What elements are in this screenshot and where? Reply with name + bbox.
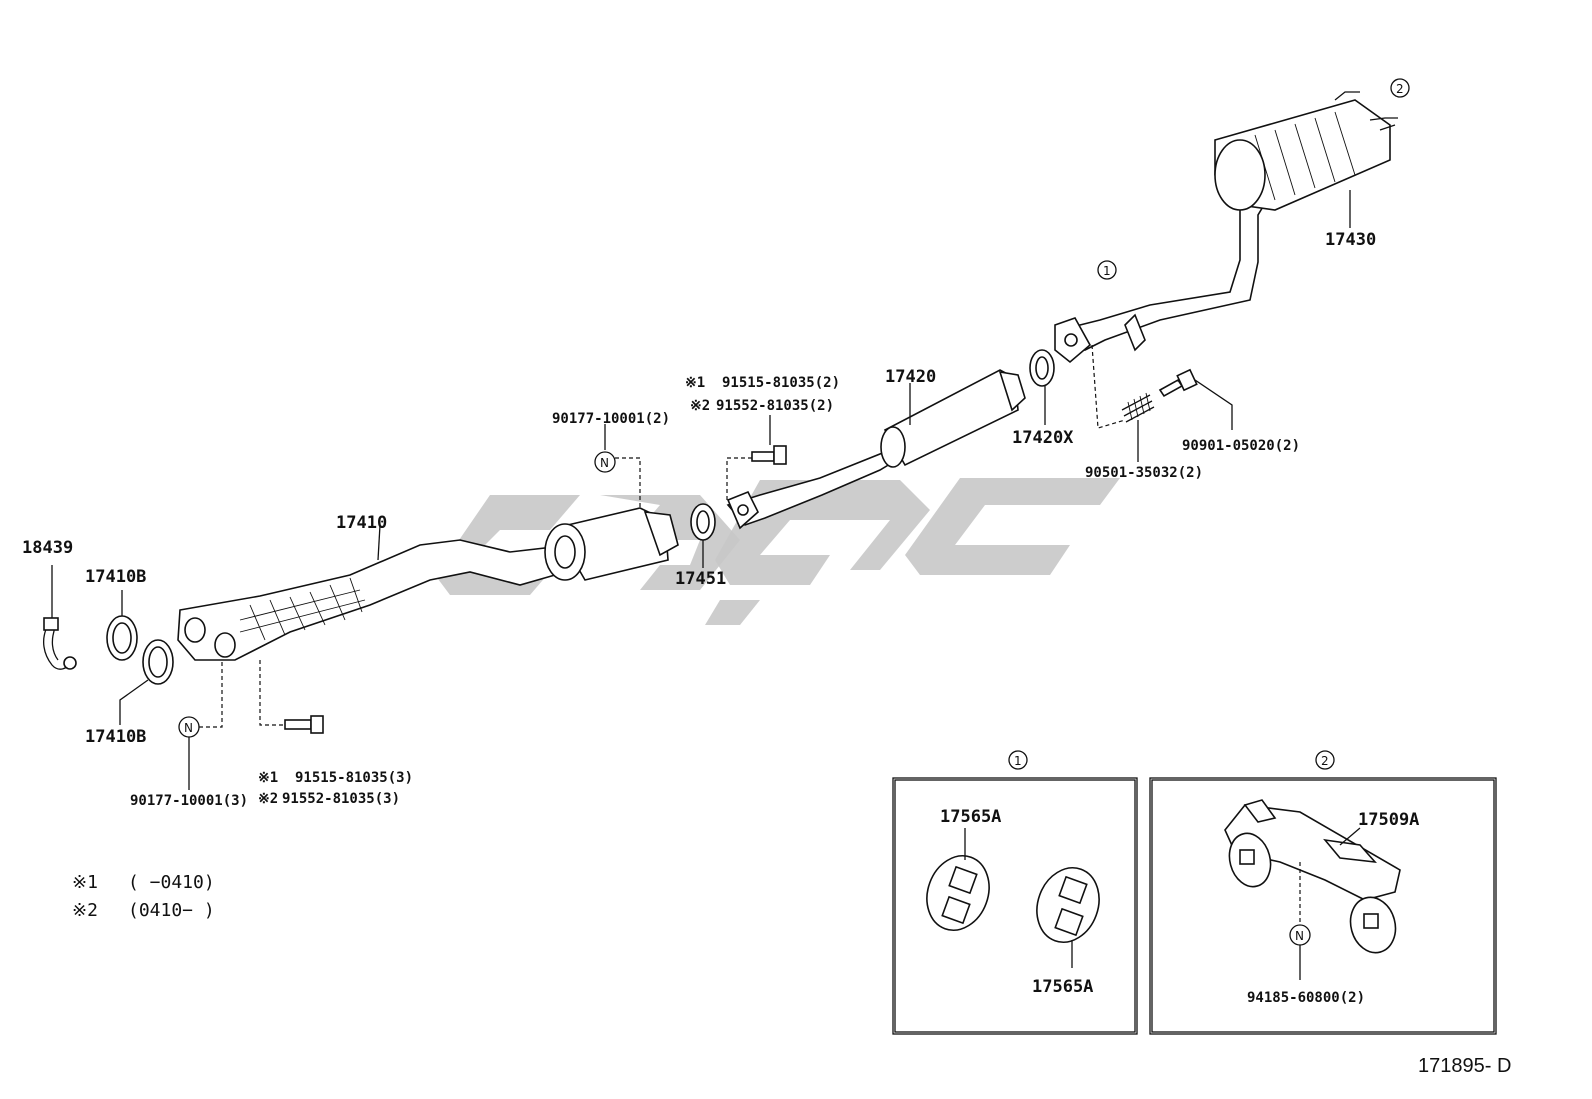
- svg-text:1: 1: [1014, 754, 1022, 768]
- part-label-17420x: 17420X: [1012, 428, 1074, 448]
- front-bolt-icon: [259, 660, 324, 734]
- part-label-17509a: 17509A: [1358, 810, 1419, 830]
- part-label-nut-hanger: 94185-60800(2): [1247, 990, 1365, 1006]
- svg-text:2: 2: [1396, 82, 1404, 96]
- front-nut-symbol: N: [178, 660, 223, 790]
- part-label-spring: 90501-35032(2): [1085, 465, 1203, 481]
- part-label-17410b-lower: 17410B: [85, 727, 146, 747]
- svg-text:N: N: [184, 721, 193, 735]
- note2-marker-legend: ※2: [72, 900, 98, 921]
- hanger-17565a-left: [926, 828, 990, 931]
- svg-text:N: N: [1295, 929, 1304, 943]
- hanger-17565a-right: [1036, 867, 1100, 968]
- part-label-17565a-upper: 17565A: [940, 807, 1001, 827]
- gasket-17410b-upper: [106, 590, 138, 661]
- center-pipe-17420: [726, 369, 1026, 530]
- note2-marker-front: ※2: [258, 791, 278, 807]
- front-exhaust-pipe-17410: [177, 524, 557, 661]
- oxygen-sensor-18439: [42, 565, 77, 670]
- part-label-17430: 17430: [1325, 230, 1376, 250]
- part-label-17410: 17410: [336, 513, 387, 533]
- part-label-18439: 18439: [22, 538, 73, 558]
- note1-marker-legend: ※1: [72, 872, 98, 893]
- inset-2-box: [1149, 777, 1497, 1035]
- inset-2-callout: 2: [1315, 750, 1335, 770]
- part-label-bolt-rear: 90901-05020(2): [1182, 438, 1300, 454]
- mid-nut-symbol: N: [594, 424, 641, 510]
- hanger-bracket-17509a: [1224, 799, 1401, 954]
- callout-1-main: 1: [1097, 260, 1117, 280]
- mid-bolt-icon: [726, 415, 787, 500]
- gasket-17451: [690, 503, 716, 568]
- svg-text:2: 2: [1321, 754, 1329, 768]
- note2-range: (0410− ): [128, 900, 215, 921]
- part-label-nut-mid: 90177-10001(2): [552, 411, 670, 427]
- part-label-bolt-mid-2: 91552-81035(2): [716, 398, 834, 414]
- part-label-17565a-lower: 17565A: [1032, 977, 1093, 997]
- tail-pipe-and-muffler-17430: [1054, 91, 1398, 364]
- rear-bolt-icon: [1158, 368, 1233, 430]
- note1-range: ( −0410): [128, 872, 215, 893]
- note2-marker-mid: ※2: [690, 398, 710, 414]
- part-label-17420: 17420: [885, 367, 936, 387]
- diagram-reference-number: 171895- D: [1418, 1055, 1511, 1077]
- svg-text:1: 1: [1103, 264, 1111, 278]
- inset-1-box: [892, 777, 1138, 1035]
- part-label-bolt-front-1: 91515-81035(3): [295, 770, 413, 786]
- note1-marker-front: ※1: [258, 770, 278, 786]
- part-label-17451: 17451: [675, 569, 726, 589]
- inset-1-callout: 1: [1008, 750, 1028, 770]
- gasket-17420x: [1029, 349, 1055, 425]
- note1-marker-mid: ※1: [685, 375, 705, 391]
- part-label-17410b-upper: 17410B: [85, 567, 146, 587]
- front-converter-body: [544, 507, 679, 581]
- gasket-17410b-lower: [119, 639, 174, 725]
- part-label-nut-front: 90177-10001(3): [130, 793, 248, 809]
- callout-2-main: 2: [1390, 78, 1410, 98]
- rear-spring-icon: [1091, 344, 1155, 462]
- part-label-bolt-front-2: 91552-81035(3): [282, 791, 400, 807]
- svg-text:N: N: [600, 456, 609, 470]
- hanger-nut-symbol: N: [1289, 924, 1311, 980]
- part-label-bolt-mid-1: 91515-81035(2): [722, 375, 840, 391]
